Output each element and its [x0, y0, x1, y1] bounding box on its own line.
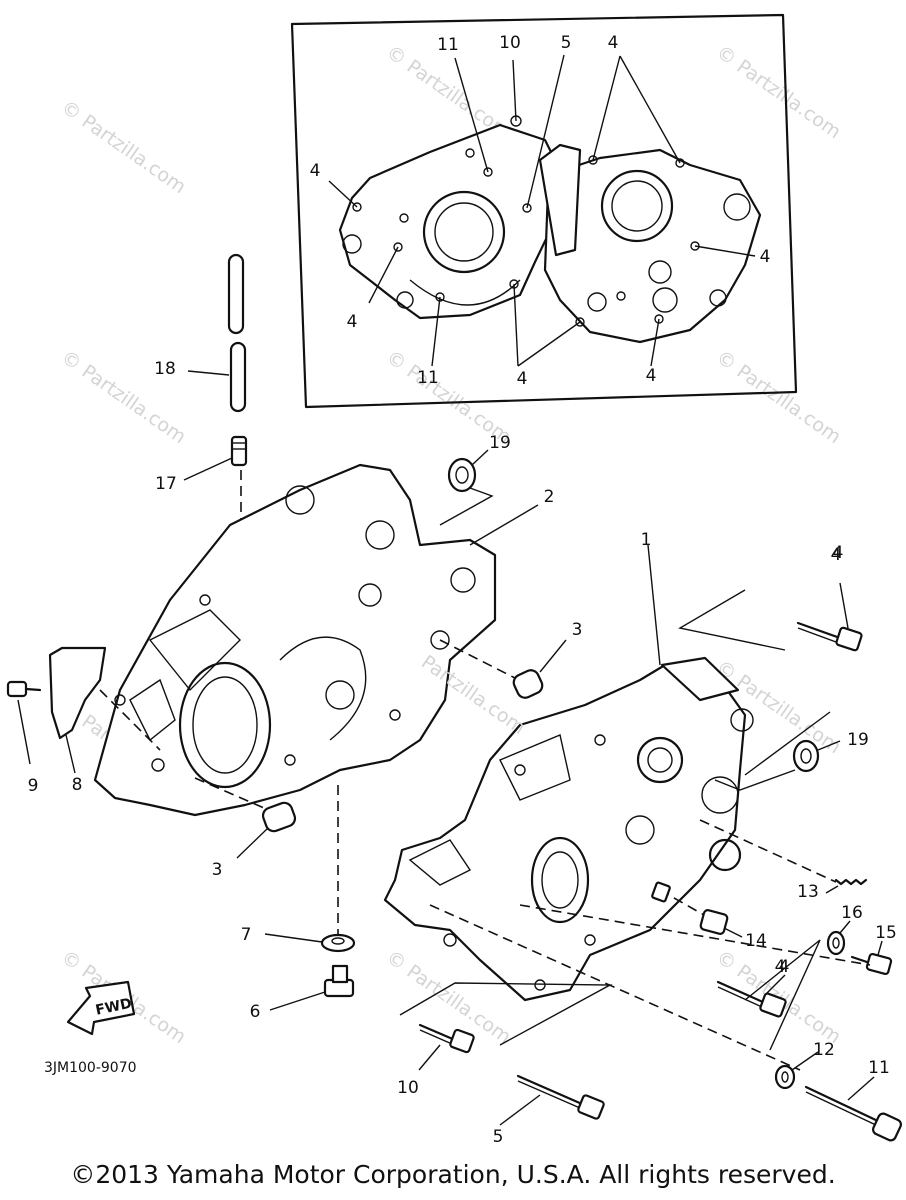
callout-3: 3	[572, 620, 583, 640]
dowel-3-right	[439, 639, 567, 699]
watermark: © Partzilla.com	[712, 41, 845, 143]
bolt-4-upper	[678, 582, 863, 776]
callout-4: 4	[517, 369, 528, 389]
callout-11: 11	[868, 1058, 890, 1078]
washer-7	[264, 933, 356, 953]
callout-19: 19	[489, 433, 511, 453]
callout-18: 18	[154, 359, 176, 379]
callout-9: 9	[28, 776, 39, 796]
callout-4: 4	[646, 366, 657, 386]
guide-14	[651, 881, 743, 938]
bolt-10	[418, 1023, 475, 1071]
watermark: © Partzilla.com	[57, 96, 190, 198]
callout-4: 4	[775, 957, 786, 977]
drain-bolt-6	[269, 785, 355, 1011]
bolt-9	[6, 680, 42, 765]
callout-4: 4	[760, 247, 771, 267]
inset-panel	[290, 13, 798, 409]
callout-8: 8	[72, 775, 83, 795]
fwd-arrow: FWD	[66, 980, 136, 1036]
callout-4: 4	[347, 312, 358, 332]
dowel-pin-18	[187, 253, 247, 413]
callout-4: 4	[831, 545, 842, 565]
spring-13	[699, 819, 868, 894]
assembly-lines	[399, 904, 871, 1071]
inset-right-case	[543, 148, 762, 344]
callout-14: 14	[745, 931, 767, 951]
callout-1: 1	[641, 530, 652, 550]
callout-13: 13	[797, 882, 819, 902]
bolt-15	[850, 940, 893, 976]
right-crankcase-1	[383, 544, 754, 1002]
washer-12	[774, 1051, 819, 1090]
callout-7: 7	[241, 925, 252, 945]
left-crankcase-2	[93, 463, 539, 817]
dowel-3-left	[194, 777, 297, 859]
callout-4: 4	[779, 957, 790, 977]
oil-seal-19-upper	[439, 449, 494, 526]
callout-6: 6	[250, 1002, 261, 1022]
callout-16: 16	[841, 903, 863, 923]
callout-19: 19	[847, 730, 869, 750]
callout-17: 17	[155, 474, 177, 494]
bracket-8	[48, 646, 161, 774]
callout-5: 5	[561, 33, 572, 53]
washer-16	[826, 920, 851, 956]
fwd-arrow-label: FWD	[94, 996, 133, 1019]
callout-2: 2	[544, 487, 555, 507]
inset-left-case	[338, 123, 562, 320]
callout-15: 15	[875, 923, 897, 943]
callout-4: 4	[310, 161, 321, 181]
callout-4: 4	[608, 33, 619, 53]
watermark: © Partzilla.com	[712, 346, 845, 448]
callout-11: 11	[417, 368, 439, 388]
callout-10: 10	[499, 33, 521, 53]
callout-3: 3	[212, 860, 223, 880]
callout-11: 11	[437, 35, 459, 55]
bolt-5	[499, 1074, 605, 1126]
bolt-11	[804, 1076, 902, 1142]
callout-10: 10	[397, 1078, 419, 1098]
callout-12: 12	[813, 1040, 835, 1060]
bolt-4-lower	[716, 974, 787, 1018]
callout-5: 5	[493, 1127, 504, 1147]
drawing-code: 3JM100-9070	[44, 1060, 137, 1076]
callout-4: 4	[833, 543, 844, 563]
oil-seal-19-right	[714, 739, 841, 791]
copyright-notice: ©2013 Yamaha Motor Corporation, U.S.A. A…	[70, 1160, 836, 1189]
